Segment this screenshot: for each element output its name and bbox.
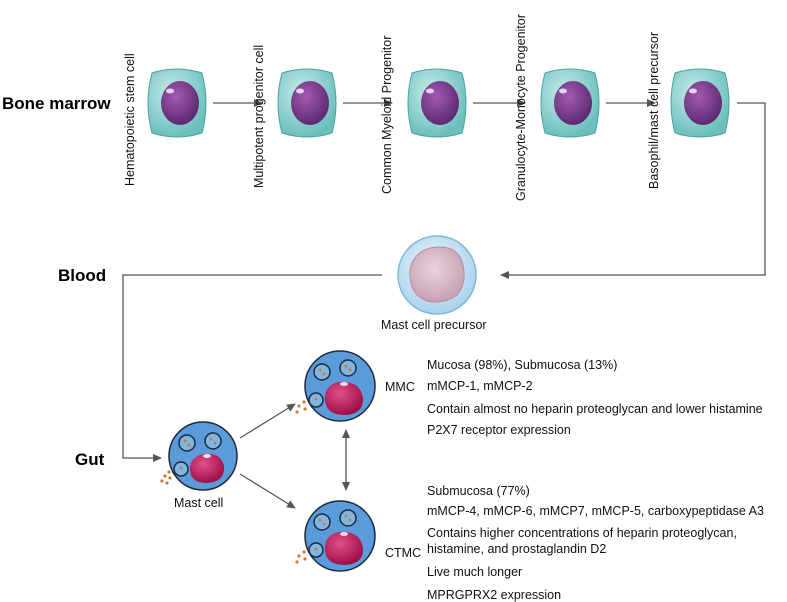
ctmc-info-line: Contains higher concentrations of hepari…	[427, 526, 737, 540]
stage-label-cmp: Common Myeloid Progenitor	[380, 35, 394, 194]
ctmc-info-line: mMCP-4, mMCP-6, mMCP7, mMCP-5, carboxype…	[427, 504, 764, 518]
mast-cell	[160, 421, 238, 491]
stage-label-bmcp: Basophil/mast cell precursor	[647, 31, 661, 189]
stage-label-hsc: Hematopoietic stem cell	[123, 53, 137, 186]
arrow-mastcell-mmc	[239, 403, 296, 439]
ctmc-info-line: Live much longer	[427, 565, 523, 579]
arrow-blood-to-gut	[122, 274, 382, 462]
ctmc-cell	[295, 500, 376, 572]
section-bone-marrow: Bone marrow	[2, 94, 111, 113]
arrow-bmcp-to-blood	[500, 102, 766, 279]
mmc-label: MMC	[385, 380, 415, 394]
mmc-cell	[295, 350, 376, 422]
bmcp-cell	[670, 68, 730, 138]
ctmc-info-line: Submucosa (77%)	[427, 484, 530, 498]
gmp-cell	[540, 68, 600, 138]
arrow-mastcell-ctmc	[239, 473, 296, 509]
stage-label-mpp: Multipotent progenitor cell	[252, 44, 266, 188]
mast-cell-precursor-label: Mast cell precursor	[381, 318, 487, 332]
section-blood: Blood	[58, 266, 107, 285]
hsc-cell	[147, 68, 207, 138]
ctmc-label: CTMC	[385, 546, 422, 560]
ctmc-info-line: MPRGPRX2 expression	[427, 588, 562, 602]
cmp-cell	[407, 68, 467, 138]
mast-cell-precursor	[397, 235, 477, 315]
mmc-info-line: mMCP-1, mMCP-2	[427, 379, 533, 393]
mmc-info-line: Contain almost no heparin proteoglycan a…	[427, 402, 763, 416]
stage-label-gmp: Granulocyte-Monocyte Progenitor	[514, 14, 528, 201]
mast-cell-label: Mast cell	[174, 496, 224, 510]
section-gut: Gut	[75, 450, 105, 469]
mpp-cell	[277, 68, 337, 138]
mmc-info-line: P2X7 receptor expression	[427, 423, 571, 437]
mmc-info-line: Mucosa (98%), Submucosa (13%)	[427, 358, 618, 372]
ctmc-info-line: histamine, and prostaglandin D2	[427, 542, 607, 556]
